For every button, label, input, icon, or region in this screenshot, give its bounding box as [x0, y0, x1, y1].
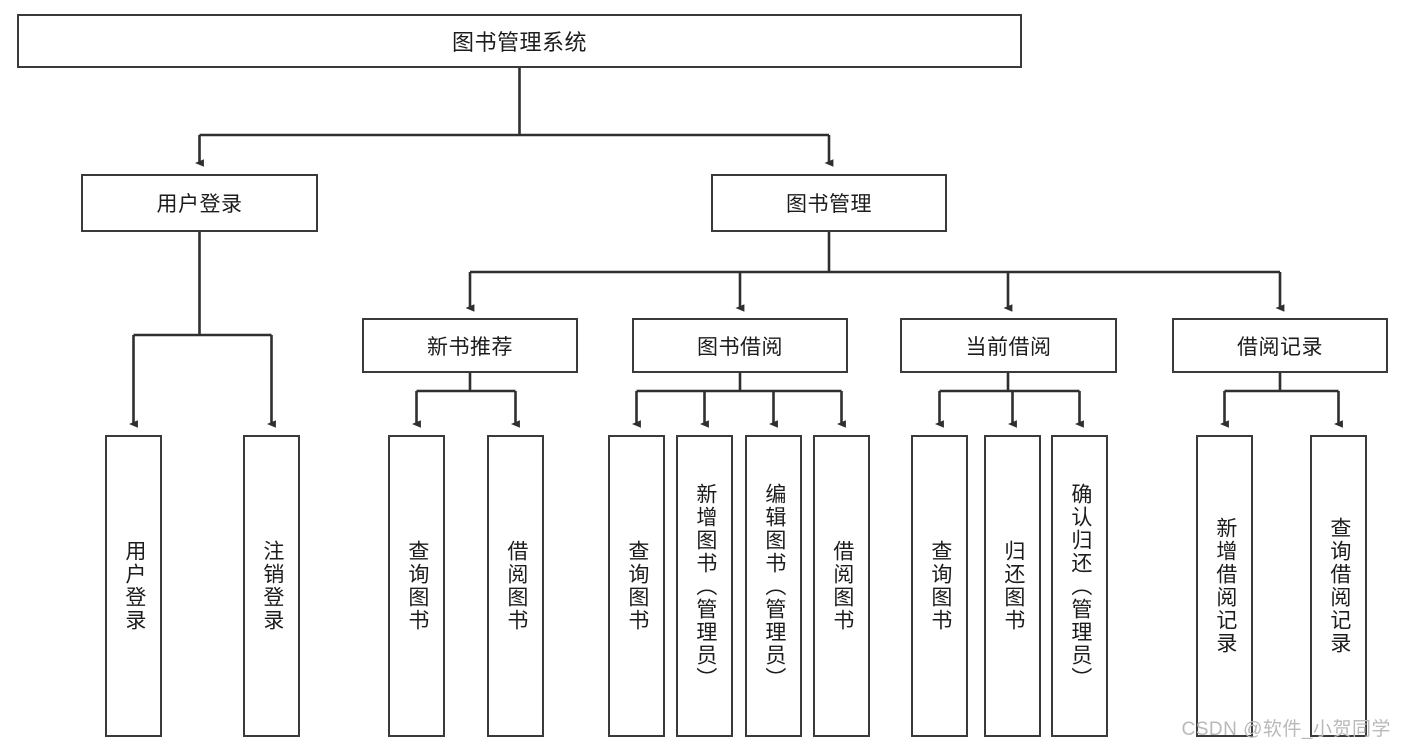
node-borrow-book-recommend-label: 借阅图书 — [504, 540, 528, 632]
node-current-borrow-label: 当前借阅 — [965, 335, 1052, 359]
node-new-book-recommend[interactable]: 新书推荐 — [362, 318, 578, 373]
node-borrow-book-borrow-label: 借阅图书 — [830, 540, 854, 632]
node-book-management[interactable]: 图书管理 — [711, 174, 947, 232]
node-borrow-book-borrow[interactable]: 借阅图书 — [813, 435, 870, 737]
node-edit-book-admin[interactable]: 编辑图书（管理员） — [745, 435, 802, 737]
node-root-label: 图书管理系统 — [451, 30, 587, 55]
node-current-borrow[interactable]: 当前借阅 — [900, 318, 1117, 373]
node-return-book[interactable]: 归还图书 — [984, 435, 1041, 737]
node-book-management-label: 图书管理 — [786, 193, 872, 216]
node-user-logout-label: 注销登录 — [260, 540, 284, 632]
node-add-borrow-record[interactable]: 新增借阅记录 — [1196, 435, 1253, 737]
node-edit-book-admin-label: 编辑图书（管理员） — [762, 482, 786, 690]
node-user-login-label: 用户登录 — [156, 193, 243, 216]
node-query-book-current[interactable]: 查询图书 — [911, 435, 968, 737]
node-book-borrow-label: 图书借阅 — [697, 335, 783, 359]
node-user-login[interactable]: 用户登录 — [81, 174, 318, 232]
node-query-book-current-label: 查询图书 — [928, 540, 952, 632]
node-query-book-recommend[interactable]: 查询图书 — [388, 435, 445, 737]
node-user-logout[interactable]: 注销登录 — [243, 435, 300, 737]
node-query-book-recommend-label: 查询图书 — [405, 540, 429, 632]
node-confirm-return-admin[interactable]: 确认归还（管理员） — [1051, 435, 1108, 737]
node-book-borrow[interactable]: 图书借阅 — [632, 318, 848, 373]
node-borrow-book-recommend[interactable]: 借阅图书 — [487, 435, 544, 737]
node-add-book-admin[interactable]: 新增图书（管理员） — [676, 435, 733, 737]
node-add-borrow-record-label: 新增借阅记录 — [1213, 517, 1237, 655]
node-query-borrow-record-label: 查询借阅记录 — [1327, 517, 1351, 655]
node-borrow-records-label: 借阅记录 — [1237, 335, 1323, 359]
node-root[interactable]: 图书管理系统 — [17, 14, 1022, 68]
node-new-book-recommend-label: 新书推荐 — [427, 335, 513, 359]
node-confirm-return-admin-label: 确认归还（管理员） — [1068, 482, 1092, 690]
node-query-book-borrow-label: 查询图书 — [625, 540, 649, 632]
csdn-watermark: CSDN @软件_小贺同学 — [1181, 719, 1391, 740]
node-return-book-label: 归还图书 — [1001, 540, 1025, 632]
node-add-book-admin-label: 新增图书（管理员） — [693, 482, 717, 690]
node-borrow-records[interactable]: 借阅记录 — [1172, 318, 1388, 373]
node-user-login-do-label: 用户登录 — [122, 540, 146, 632]
node-user-login-do[interactable]: 用户登录 — [105, 435, 162, 737]
node-query-book-borrow[interactable]: 查询图书 — [608, 435, 665, 737]
node-query-borrow-record[interactable]: 查询借阅记录 — [1310, 435, 1367, 737]
